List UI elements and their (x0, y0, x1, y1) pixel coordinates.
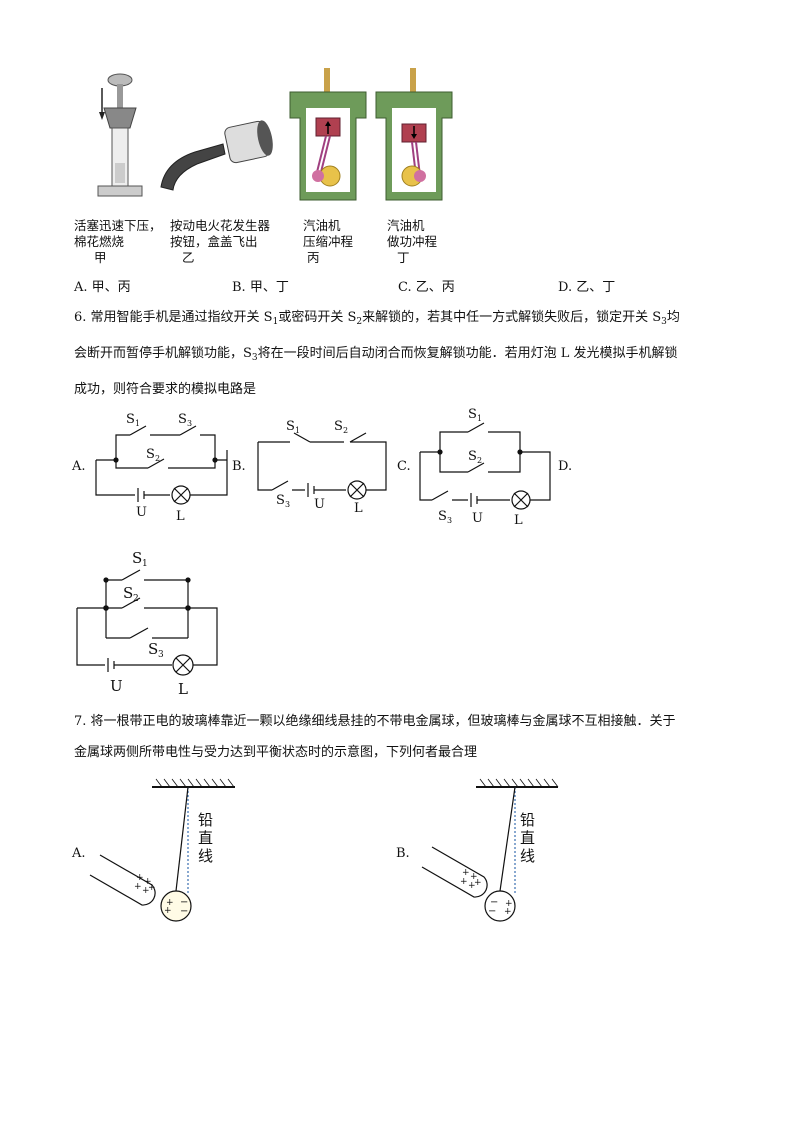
svg-text:1: 1 (295, 426, 300, 435)
q5-option-b[interactable]: B. 甲、丁 (232, 280, 289, 295)
figure-jia-piston-apparatus (97, 73, 143, 197)
figure-ding-power-stroke (375, 68, 453, 201)
svg-text:+: + (504, 907, 512, 917)
svg-text:S: S (146, 447, 155, 462)
caption-yi: 按动电火花发生器 按钮，盒盖飞出 乙 (170, 218, 271, 265)
q6-line-1: 6. 常用智能手机是通过指纹开关 S1或密码开关 S2来解锁的，若其中任一方式解… (74, 310, 680, 327)
q6-label-d: D. (558, 459, 572, 474)
svg-text:S: S (286, 419, 295, 434)
svg-text:2: 2 (477, 456, 482, 465)
svg-text:S: S (276, 493, 285, 508)
svg-text:U: U (314, 497, 325, 512)
svg-text:A.: A. (71, 846, 86, 861)
svg-text:S: S (148, 640, 158, 658)
q6-label-c: C. (397, 459, 411, 474)
svg-text:2: 2 (155, 454, 160, 463)
svg-text:直: 直 (198, 829, 213, 847)
q7-line-1: 7. 将一根带正电的玻璃棒靠近一颗以绝缘细线悬挂的不带电金属球，但玻璃棒与金属球… (74, 714, 676, 729)
svg-text:L: L (514, 513, 523, 528)
svg-text:S: S (126, 412, 135, 427)
q5-option-a[interactable]: A. 甲、丙 (74, 280, 131, 295)
svg-text:+: + (144, 877, 152, 887)
svg-text:L: L (176, 509, 185, 524)
svg-text:−: − (488, 906, 496, 917)
svg-text:+: + (166, 898, 174, 908)
svg-text:2: 2 (343, 426, 348, 435)
svg-text:3: 3 (187, 419, 192, 428)
svg-text:1: 1 (477, 414, 482, 423)
svg-text:+: + (136, 873, 144, 883)
caption-ding: 汽油机 做功冲程 丁 (387, 218, 438, 265)
svg-text:U: U (472, 511, 483, 526)
svg-text:+: + (142, 886, 150, 896)
svg-text:−: − (180, 906, 188, 917)
svg-text:S: S (468, 449, 477, 464)
q7-stem: 7. 将一根带正电的玻璃棒靠近一颗以绝缘细线悬挂的不带电金属球，但玻璃棒与金属球… (74, 706, 676, 768)
q6-label-a: A. (71, 459, 86, 474)
svg-text:1: 1 (142, 559, 148, 569)
q7-figures: A. 铅 直 线 + + − − + + + + + B. 铅 直 线 − − … (71, 778, 559, 922)
svg-text:+: + (462, 868, 470, 878)
q7-line-2: 金属球两侧所带电性与受力达到平衡状态时的示意图，下列何者最合理 (74, 745, 478, 760)
svg-text:U: U (110, 677, 123, 695)
caption-bing: 汽油机 压缩冲程 丙 (303, 218, 354, 265)
svg-text:+: + (474, 878, 482, 888)
q5-option-d[interactable]: D. 乙、丁 (558, 280, 616, 295)
svg-text:S: S (123, 584, 133, 602)
q7-figure-b: B. 铅 直 线 − − + + + + + + + (396, 778, 559, 922)
figure-yi-spark-generator (160, 120, 273, 191)
svg-text:S: S (132, 549, 142, 567)
svg-text:L: L (354, 501, 363, 516)
svg-text:铅: 铅 (198, 811, 213, 829)
svg-text:−: − (490, 897, 498, 908)
svg-text:铅: 铅 (520, 811, 535, 829)
svg-text:S: S (438, 509, 447, 524)
svg-text:2: 2 (133, 594, 139, 604)
figure-bing-compression-stroke (289, 68, 367, 201)
svg-text:−: − (180, 897, 188, 908)
caption-jia: 活塞迅速下压， 棉花燃烧 甲 (74, 218, 162, 265)
svg-text:S: S (178, 412, 187, 427)
svg-text:+: + (134, 882, 142, 892)
svg-text:+: + (164, 906, 172, 916)
svg-text:3: 3 (158, 650, 164, 660)
svg-text:+: + (468, 881, 476, 891)
q5-option-c[interactable]: C. 乙、丙 (398, 280, 455, 295)
svg-text:线: 线 (198, 847, 213, 865)
svg-text:S: S (468, 407, 477, 422)
svg-text:+: + (460, 877, 468, 887)
q6-stem: 6. 常用智能手机是通过指纹开关 S1或密码开关 S2来解锁的，若其中任一方式解… (74, 302, 680, 405)
svg-text:L: L (178, 680, 188, 698)
svg-text:B.: B. (396, 846, 410, 861)
svg-text:3: 3 (447, 516, 452, 525)
q6-line-2: 会断开而暂停手机解锁功能，S3将在一段时间后自动闭合而恢复解锁功能．若用灯泡 L… (74, 346, 678, 363)
svg-text:直: 直 (520, 829, 535, 847)
q6-line-3: 成功，则符合要求的模拟电路是 (74, 382, 257, 397)
q7-figure-a: A. 铅 直 线 + + − − + + + + + (71, 778, 235, 922)
svg-text:S: S (334, 419, 343, 434)
q6-label-b: B. (232, 459, 246, 474)
svg-text:+: + (148, 883, 156, 893)
svg-text:3: 3 (285, 500, 290, 509)
svg-text:+: + (470, 872, 478, 882)
svg-text:U: U (136, 505, 147, 520)
svg-text:+: + (505, 899, 513, 909)
svg-text:1: 1 (135, 419, 140, 428)
svg-text:线: 线 (520, 847, 535, 865)
